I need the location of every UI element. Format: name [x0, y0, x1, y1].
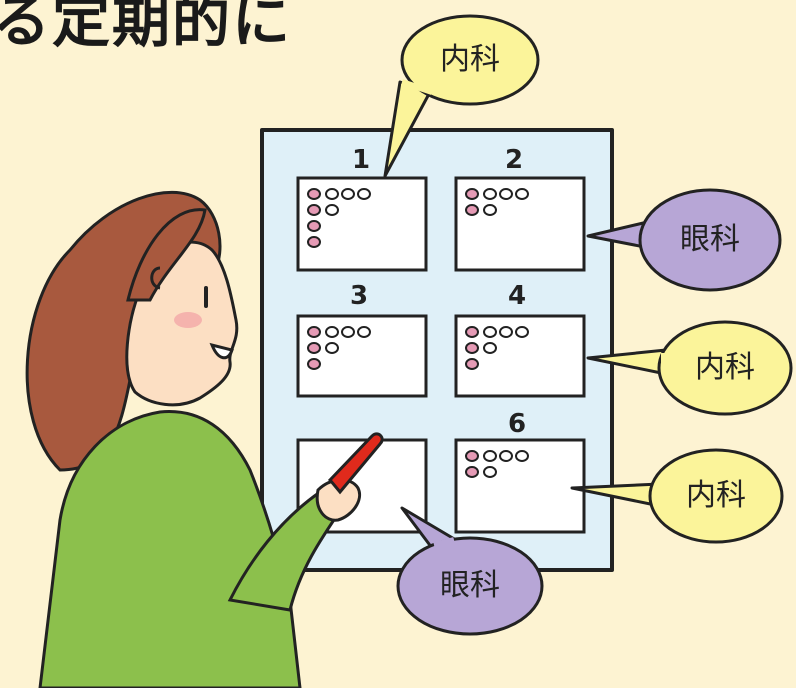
bubble-label-5: 眼科: [440, 568, 500, 603]
pink-dot: [307, 326, 321, 338]
pink-dot: [465, 466, 479, 478]
bubble-label-3: 内科: [695, 350, 755, 385]
outline-dot: [325, 188, 339, 200]
person-cheek: [174, 312, 202, 328]
outline-dot: [357, 326, 371, 338]
pink-dot: [307, 358, 321, 370]
speech-bubble-3: [586, 320, 793, 416]
outline-dot: [325, 342, 339, 354]
person-ear: [150, 266, 161, 290]
outline-dot: [325, 326, 339, 338]
outline-dot: [325, 204, 339, 216]
bubble-label-2: 眼科: [680, 222, 740, 257]
speech-bubble-5: [396, 506, 544, 636]
card-number-1: 1: [352, 145, 371, 175]
title: る定期的に: [0, 0, 293, 55]
person-mouth: [209, 342, 234, 360]
person-hair-fringe: [126, 208, 207, 302]
marker-icon: [327, 432, 384, 495]
card-number-3: 3: [350, 281, 369, 311]
pink-dot: [465, 342, 479, 354]
pink-dot: [465, 358, 479, 370]
speech-bubble-2: [586, 188, 782, 292]
outline-dot: [483, 466, 497, 478]
outline-dot: [499, 188, 513, 200]
pink-dot: [307, 236, 321, 248]
outline-dot: [515, 188, 529, 200]
outline-dot: [483, 342, 497, 354]
outline-dot: [341, 188, 355, 200]
pink-dot: [307, 188, 321, 200]
outline-dot: [483, 204, 497, 216]
outline-dot: [499, 450, 513, 462]
outline-dot: [341, 326, 355, 338]
outline-dot: [357, 188, 371, 200]
pink-dot: [465, 450, 479, 462]
outline-dot: [483, 188, 497, 200]
appointment-dots: [307, 188, 529, 478]
speech-bubble-4: [570, 448, 784, 544]
outline-dot: [483, 326, 497, 338]
outline-dot: [483, 450, 497, 462]
speech-bubble-1: [383, 14, 540, 178]
pink-dot: [307, 220, 321, 232]
pink-dot: [465, 188, 479, 200]
bubble-label-4: 内科: [686, 478, 746, 513]
outline-dot: [515, 450, 529, 462]
pink-dot: [465, 204, 479, 216]
outline-dot: [499, 326, 513, 338]
pink-dot: [465, 326, 479, 338]
pink-dot: [307, 204, 321, 216]
card-number-6: 6: [508, 409, 527, 439]
card-number-2: 2: [505, 145, 524, 175]
pink-dot: [307, 342, 321, 354]
outline-dot: [515, 326, 529, 338]
bubble-label-1: 内科: [440, 42, 500, 77]
card-number-4: 4: [508, 281, 527, 311]
